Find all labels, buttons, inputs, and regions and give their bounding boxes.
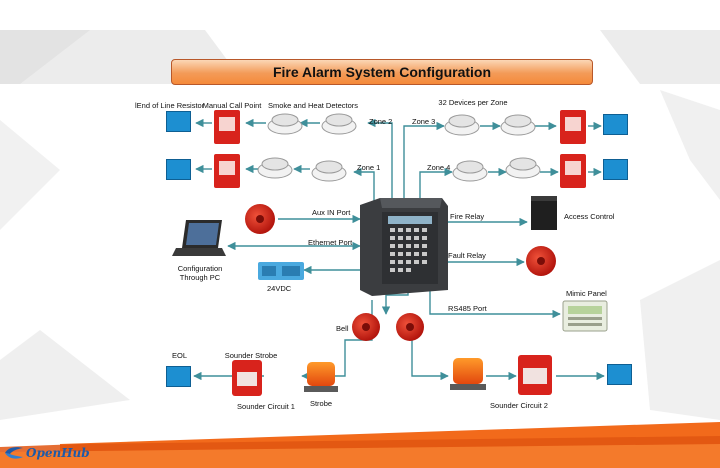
eol-resistor-icon [607,364,632,385]
eol-label: EOL [172,351,188,360]
aux-in-port-label: Aux IN Port [312,208,351,217]
power-supply-icon [258,262,304,280]
sounder-circuit-1-label: Sounder Circuit 1 [237,402,295,411]
eol-resistor-icon [166,366,191,387]
eol-resistor-icon [166,159,191,180]
access-control-label: Access Control [564,212,615,221]
fire-relay-label: Fire Relay [450,212,485,221]
sounder-strobe-icon [232,355,552,396]
openhub-logo: OpenHub [4,444,90,462]
diagram-panel: lEnd of Line Resistor Manual Call Point … [135,99,637,412]
mimic-panel-icon [562,300,608,332]
manual-call-point-icon [214,110,586,188]
mimic-panel-label: Mimic Panel [566,289,607,298]
bell-label: Bell [336,324,349,333]
devices-per-zone-label: 32 Devices per Zone [438,98,508,107]
eol-resistor-icon [603,114,628,135]
smoke-detector-icon [257,113,541,182]
strobe-beacon-icon [304,358,486,392]
eol-resistor-icon [603,159,628,180]
access-control-icon [531,196,557,230]
fault-relay-label: Fault Relay [448,251,486,260]
smoke-heat-detectors-label: Smoke and Heat Detectors [267,101,359,110]
sounder-circuit-2-label: Sounder Circuit 2 [490,401,548,410]
laptop-icon [172,220,226,256]
eol-resistor-label: lEnd of Line Resistor [135,101,205,110]
fire-alarm-control-panel-icon [360,198,448,296]
strobe-label: Strobe [309,399,333,408]
ethernet-port-label: Ethernet Port [308,238,353,247]
bell-icon [245,204,556,341]
brand-name: OpenHub [26,446,90,460]
slide-title: Fire Alarm System Configuration [171,59,593,85]
pc-config-label-line2: Through PC [179,273,221,282]
zone-1-label: Zone 1 [357,163,381,172]
zone-3-label: Zone 3 [412,117,436,126]
pc-config-label-line1: Configuration [177,264,223,273]
zone-2-label: Zone 2 [369,117,393,126]
zone-4-label: Zone 4 [427,163,451,172]
logo-mark-icon [5,447,23,459]
power-24vdc-label: 24VDC [267,284,292,293]
rs485-port-label: RS485 Port [448,304,487,313]
manual-call-point-label: Manual Call Point [202,101,262,110]
eol-resistor-icon [166,111,191,132]
sounder-strobe-label: Sounder Strobe [224,351,278,360]
